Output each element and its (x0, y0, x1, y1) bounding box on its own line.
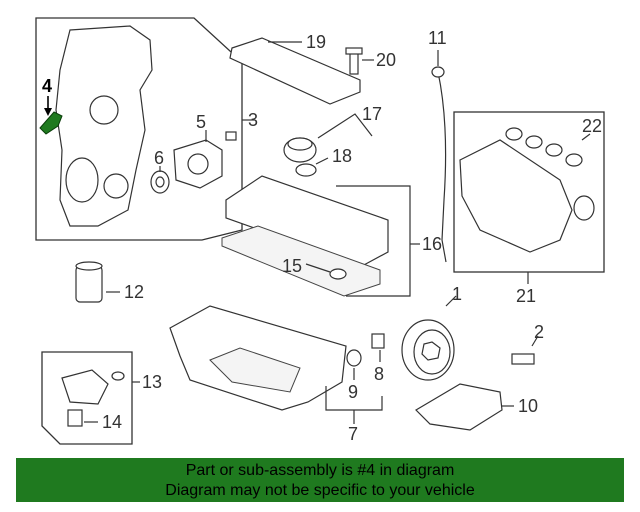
notice-line-2: Diagram may not be specific to your vehi… (165, 482, 475, 499)
water-pump-hub (187, 153, 209, 175)
oil-filter-top (75, 261, 103, 271)
callout-12: 12 (124, 282, 144, 302)
callout-2: 2 (534, 322, 544, 342)
callout-18: 18 (332, 146, 352, 166)
dipstick-handle (431, 66, 445, 78)
callout-22-leader (581, 133, 591, 141)
callout-7: 7 (348, 424, 358, 444)
callout-19: 19 (306, 32, 326, 52)
callout-14: 14 (102, 412, 122, 432)
callout-17: 17 (362, 104, 382, 124)
callout-16-bracket (336, 185, 411, 297)
seal-15[interactable] (329, 268, 347, 280)
parts-diagram: 1 2 3 4 5 6 7 8 9 10 11 12 13 14 15 16 1… (35, 17, 605, 445)
intake-gasket-4 (565, 153, 583, 167)
drain-washer[interactable] (346, 349, 362, 367)
throttle-gasket (573, 195, 595, 221)
callout-13: 13 (142, 372, 162, 392)
callout-5: 5 (196, 112, 206, 132)
callout-16: 16 (422, 234, 442, 254)
drain-plug[interactable] (371, 333, 385, 349)
callout-18-leader (315, 157, 329, 165)
dipstick[interactable] (437, 71, 447, 263)
bolt-20-head (345, 47, 363, 55)
crank-pulley-bolt (421, 341, 441, 361)
baffle-plate[interactable] (415, 383, 503, 431)
oil-filler-cap-top (287, 137, 313, 151)
timing-cover-recess (65, 157, 99, 203)
intake-manifold[interactable] (459, 139, 573, 253)
callout-6: 6 (154, 148, 164, 168)
notice-line-1: Part or sub-assembly is #4 in diagram (185, 462, 455, 479)
callout-4-arrowhead (44, 108, 52, 116)
intake-gasket-3 (545, 143, 563, 157)
callout-15-leader (305, 263, 331, 273)
cap-gasket[interactable] (295, 163, 317, 177)
timing-cover-group (35, 17, 255, 241)
oil-filter[interactable] (75, 265, 103, 303)
callout-21: 21 (516, 286, 536, 306)
intake-gasket-2 (525, 135, 543, 149)
callout-1-leader (445, 295, 457, 307)
callout-11: 11 (428, 28, 447, 48)
filter-element-14[interactable] (67, 409, 83, 427)
strainer-oring (111, 371, 125, 381)
callout-17-leader (317, 113, 373, 139)
callout-15: 15 (282, 256, 302, 276)
engine-cover[interactable] (229, 37, 361, 105)
callout-9: 9 (348, 382, 358, 402)
intake-gasket-1 (505, 127, 523, 141)
gasket-highlighted[interactable] (39, 111, 63, 135)
callout-10: 10 (518, 396, 538, 416)
oil-pan-well (209, 347, 301, 393)
callout-8: 8 (374, 364, 384, 384)
oil-strainer[interactable] (61, 369, 109, 405)
oil-seal-inner (155, 176, 165, 188)
callout-2-leader (531, 335, 539, 347)
timing-cover-seal-port (103, 173, 129, 199)
valve-cover[interactable] (225, 175, 389, 267)
bolt-5 (225, 131, 237, 141)
bolt-20[interactable] (349, 51, 359, 75)
callout-22: 22 (582, 116, 602, 136)
callout-3: 3 (248, 110, 258, 130)
sensor-2[interactable] (511, 353, 535, 365)
timing-cover-port (89, 95, 119, 125)
notice-banner: Part or sub-assembly is #4 in diagram Di… (16, 458, 624, 502)
callout-20: 20 (376, 50, 396, 70)
callout-1: 1 (452, 284, 462, 304)
callout-4[interactable]: 4 (42, 76, 52, 96)
